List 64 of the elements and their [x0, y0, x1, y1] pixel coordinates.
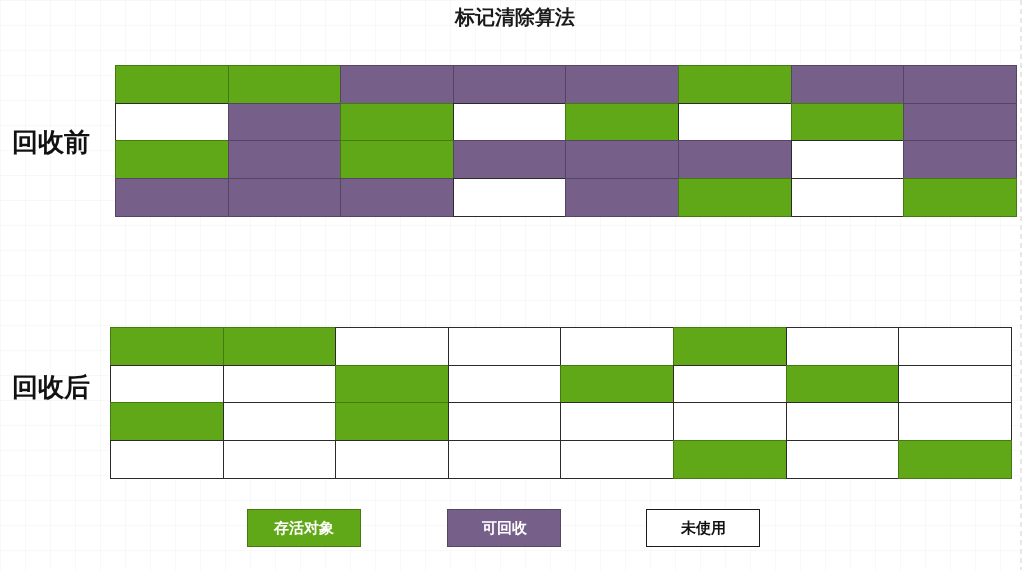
memory-block [115, 140, 230, 180]
memory-block [785, 439, 900, 479]
memory-block [110, 439, 225, 479]
memory-block [903, 65, 1018, 105]
memory-block [790, 65, 905, 105]
memory-block [222, 402, 337, 442]
grid-heading: 回收前 [12, 127, 90, 157]
memory-block [673, 402, 788, 442]
memory-block [560, 364, 675, 404]
memory-block [452, 177, 567, 217]
memory-block [447, 327, 562, 367]
memory-block [785, 327, 900, 367]
memory-block [340, 102, 455, 142]
memory-block [903, 177, 1018, 217]
memory-block [115, 102, 230, 142]
memory-block [673, 364, 788, 404]
memory-block [565, 177, 680, 217]
grid-heading: 回收后 [12, 372, 90, 402]
memory-block [340, 140, 455, 180]
memory-block [898, 327, 1013, 367]
memory-block [110, 364, 225, 404]
memory-block [452, 65, 567, 105]
memory-block [222, 327, 337, 367]
memory-block [560, 402, 675, 442]
memory-block [903, 102, 1018, 142]
memory-block [785, 402, 900, 442]
memory-block [678, 65, 793, 105]
memory-block [560, 439, 675, 479]
memory-block [565, 140, 680, 180]
memory-block [227, 140, 342, 180]
memory-block [340, 65, 455, 105]
memory-block [790, 140, 905, 180]
memory-block [560, 327, 675, 367]
memory-block [673, 327, 788, 367]
memory-block [335, 402, 450, 442]
memory-block [673, 439, 788, 479]
memory-block [222, 439, 337, 479]
memory-block [335, 439, 450, 479]
memory-block [565, 65, 680, 105]
memory-block [335, 327, 450, 367]
memory-block [452, 140, 567, 180]
legend-label: 未使用 [680, 517, 726, 539]
memory-block [227, 177, 342, 217]
memory-block [678, 102, 793, 142]
memory-block [447, 402, 562, 442]
memory-block [110, 327, 225, 367]
memory-block [110, 402, 225, 442]
memory-block [447, 439, 562, 479]
memory-block [335, 364, 450, 404]
diagram-title: 标记清除算法 [455, 4, 575, 31]
memory-block [565, 102, 680, 142]
memory-block [678, 177, 793, 217]
memory-block [898, 439, 1013, 479]
memory-block [790, 177, 905, 217]
legend-label: 存活对象 [274, 517, 334, 539]
memory-block [678, 140, 793, 180]
memory-block [898, 364, 1013, 404]
memory-block [115, 177, 230, 217]
legend-label: 可回收 [481, 517, 527, 539]
memory-block [227, 65, 342, 105]
memory-block [115, 65, 230, 105]
memory-block [903, 140, 1018, 180]
memory-block [898, 402, 1013, 442]
memory-block [340, 177, 455, 217]
